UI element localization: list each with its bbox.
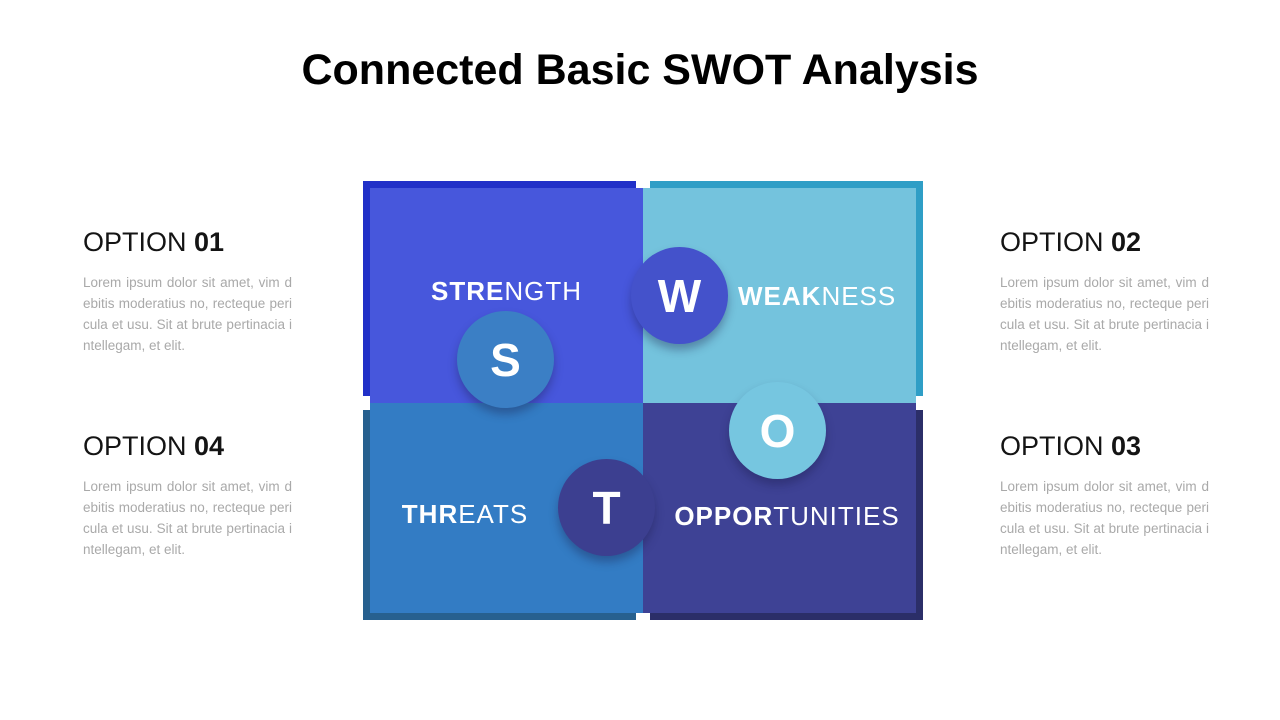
opportunities-label-rest: TUNITIES [773, 501, 900, 531]
option-04-heading: OPTION 04 [83, 431, 292, 462]
opportunities-letter: O [759, 404, 796, 457]
option-04-block: OPTION 04 Lorem ipsum dolor sit amet, vi… [83, 431, 292, 560]
option-03-text: Lorem ipsum dolor sit amet, vim debitis … [1000, 479, 1209, 557]
option-03-label: OPTION [1000, 431, 1104, 461]
option-01-label: OPTION [83, 227, 187, 257]
threats-circle: T [558, 459, 655, 556]
strength-label-rest: NGTH [504, 276, 582, 306]
strength-letter: S [490, 333, 521, 386]
option-03-number: 03 [1111, 431, 1142, 461]
option-01-number: 01 [194, 227, 225, 257]
option-01-heading: OPTION 01 [83, 227, 292, 258]
weakness-label-rest: NESS [821, 281, 897, 311]
option-01-block: OPTION 01 Lorem ipsum dolor sit amet, vi… [83, 227, 292, 356]
option-04-number: 04 [194, 431, 225, 461]
option-01-text: Lorem ipsum dolor sit amet, vim debitis … [83, 275, 292, 353]
option-02-heading: OPTION 02 [1000, 227, 1209, 258]
option-02-text: Lorem ipsum dolor sit amet, vim debitis … [1000, 275, 1209, 353]
threats-label: THREATS [380, 499, 550, 530]
option-04-text: Lorem ipsum dolor sit amet, vim debitis … [83, 479, 292, 557]
option-02-number: 02 [1111, 227, 1142, 257]
weakness-label: WEAKNESS [738, 281, 896, 312]
weakness-label-bold: WEAK [738, 281, 822, 311]
slide-title: Connected Basic SWOT Analysis [301, 46, 979, 94]
strength-label-bold: STRE [430, 276, 505, 306]
option-02-block: OPTION 02 Lorem ipsum dolor sit amet, vi… [1000, 227, 1209, 356]
option-02-label: OPTION [1000, 227, 1104, 257]
threats-label-bold: THR [401, 499, 459, 529]
option-03-heading: OPTION 03 [1000, 431, 1209, 462]
weakness-circle: W [631, 247, 728, 344]
threats-label-rest: EATS [458, 499, 529, 529]
option-04-label: OPTION [83, 431, 187, 461]
opportunities-label: OPPORTUNITIES [643, 501, 931, 532]
strength-circle: S [457, 311, 554, 408]
opportunities-circle: O [729, 382, 826, 479]
opportunities-label-bold: OPPOR [674, 501, 774, 531]
threats-letter: T [592, 481, 621, 534]
weakness-letter: W [657, 269, 702, 322]
strength-label: STRENGTH [370, 276, 643, 307]
option-03-block: OPTION 03 Lorem ipsum dolor sit amet, vi… [1000, 431, 1209, 560]
